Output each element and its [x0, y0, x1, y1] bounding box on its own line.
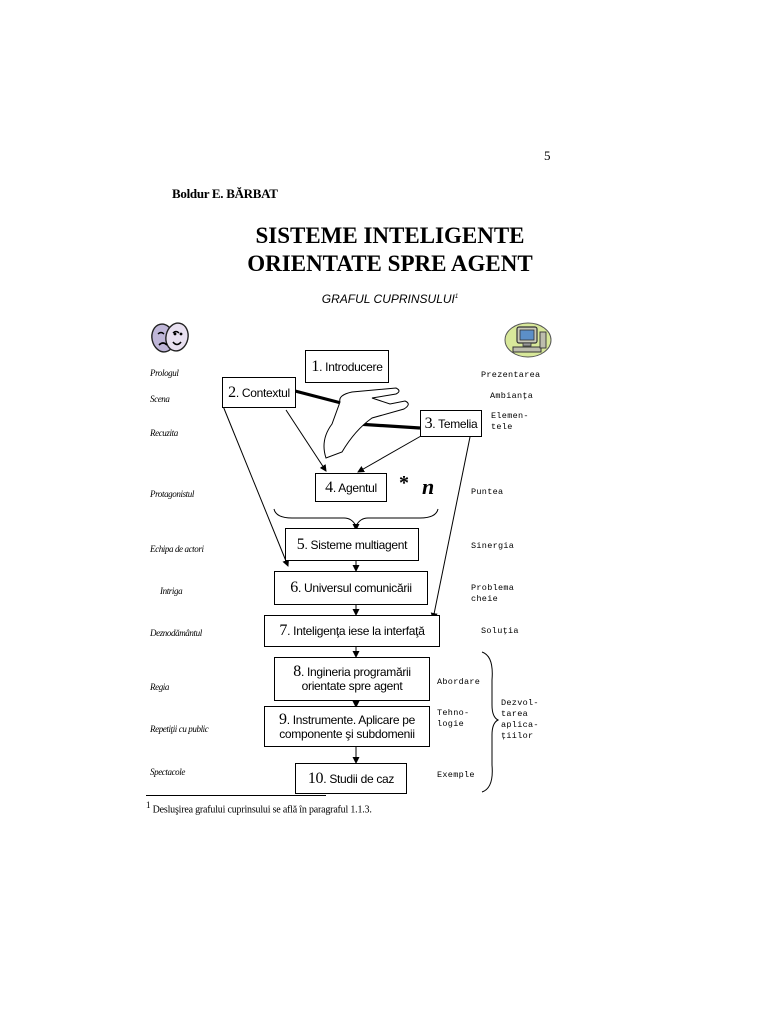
- author-name: Boldur E. BĂRBAT: [172, 186, 278, 201]
- box-studii-de-caz: 10. Studii de caz: [295, 763, 407, 794]
- left-label-regia: Regia: [150, 682, 169, 692]
- right-label-exemple: Exemple: [437, 770, 475, 780]
- box-9-number: 9: [279, 710, 287, 728]
- book-title: SISTEME INTELIGENTE ORIENTATE SPRE AGENT: [160, 222, 620, 278]
- box-ingineria-programarii: 8. Ingineria programării orientate spre …: [274, 657, 430, 701]
- left-label-intriga: Intriga: [160, 586, 183, 596]
- right-label-prezentarea: Prezentarea: [481, 370, 541, 380]
- star-symbol: *: [399, 472, 409, 494]
- box-contextul: 2. Contextul: [222, 377, 296, 408]
- footnote-separator: [146, 795, 326, 796]
- right-label-elementele: Elemen- tele: [491, 411, 529, 432]
- left-label-prologul: Prologul: [150, 368, 179, 378]
- box-5-label: . Sisteme multiagent: [304, 537, 408, 552]
- right-label-dezvoltarea: Dezvol- tarea aplica- ţiilor: [501, 698, 539, 741]
- left-label-echipa: Echipa de actori: [150, 544, 204, 554]
- right-label-abordare: Abordare: [437, 677, 481, 687]
- box-temelia: 3. Temelia: [420, 410, 482, 437]
- box-7-label: . Inteligenţa iese la interfaţă: [287, 624, 425, 638]
- box-sisteme-multiagent: 5. Sisteme multiagent: [285, 528, 419, 561]
- title-line-1: SISTEME INTELIGENTE: [255, 223, 525, 248]
- box-4-number: 4: [325, 478, 333, 496]
- box-inteligenta-interfata: 7. Inteligenţa iese la interfaţă: [264, 615, 440, 647]
- right-label-ambianta: Ambianţa: [490, 391, 534, 401]
- n-symbol: n: [422, 474, 435, 499]
- box-3-label: . Temelia: [432, 416, 478, 431]
- right-label-solutia: Soluţia: [481, 626, 519, 636]
- box-6-number: 6: [290, 579, 298, 596]
- right-label-tehnologie: Tehno- logie: [437, 708, 470, 729]
- left-label-protagonistul: Protagonistul: [150, 489, 194, 499]
- box-7-number: 7: [279, 622, 288, 639]
- left-label-recuzita: Recuzita: [150, 428, 178, 438]
- box-2-label: . Contextul: [235, 385, 290, 400]
- footnote-mark: 1: [146, 800, 151, 810]
- box-2-number: 2: [228, 383, 236, 401]
- left-label-repetitii: Repetiţii cu public: [150, 724, 209, 734]
- box-6-label: . Universul comunicării: [297, 581, 412, 595]
- subtitle-text: GRAFUL CUPRINSULUI: [321, 292, 455, 306]
- box-5-number: 5: [296, 535, 305, 553]
- box-8-label: . Ingineria programării: [300, 665, 411, 679]
- subtitle: GRAFUL CUPRINSULUI1: [200, 292, 580, 306]
- right-label-problema: Problema cheie: [471, 583, 515, 604]
- box-8-number: 8: [293, 663, 301, 680]
- right-label-sinergia: Sinergia: [471, 541, 515, 551]
- left-label-scena: Scena: [150, 394, 170, 404]
- box-agentul: 4. Agentul: [315, 473, 387, 502]
- box-instrumente: 9. Instrumente. Aplicare pe componente ş…: [264, 706, 430, 747]
- box-8-label-line2: orientate spre agent: [301, 679, 403, 693]
- computer-icon: [504, 322, 552, 358]
- box-3-number: 3: [424, 414, 433, 432]
- theater-masks-icon: [151, 322, 189, 353]
- box-1-number: 1: [311, 357, 320, 375]
- box-4-label: . Agentul: [332, 480, 377, 495]
- footnote-text: Desluşirea grafului cuprinsului se află …: [152, 804, 372, 816]
- box-10-number: 10: [307, 769, 324, 787]
- box-1-label: . Introducere: [319, 359, 383, 374]
- box-9-label: . Instrumente. Aplicare pe: [286, 712, 416, 727]
- subtitle-footnote-mark: 1: [454, 294, 459, 300]
- right-label-puntea: Puntea: [471, 487, 504, 497]
- title-line-2: ORIENTATE SPRE AGENT: [247, 251, 533, 276]
- footnote: 1 Desluşirea grafului cuprinsului se afl…: [146, 800, 372, 815]
- box-universul-comunicarii: 6. Universul comunicării: [274, 571, 428, 605]
- left-label-deznodamantul: Deznodământul: [150, 628, 202, 638]
- box-introducere: 1. Introducere: [305, 350, 389, 383]
- box-10-label: . Studii de caz: [323, 771, 395, 786]
- box-9-label-line2: componente şi subdomenii: [279, 726, 415, 741]
- page-number: 5: [544, 148, 551, 163]
- left-label-spectacole: Spectacole: [150, 767, 185, 777]
